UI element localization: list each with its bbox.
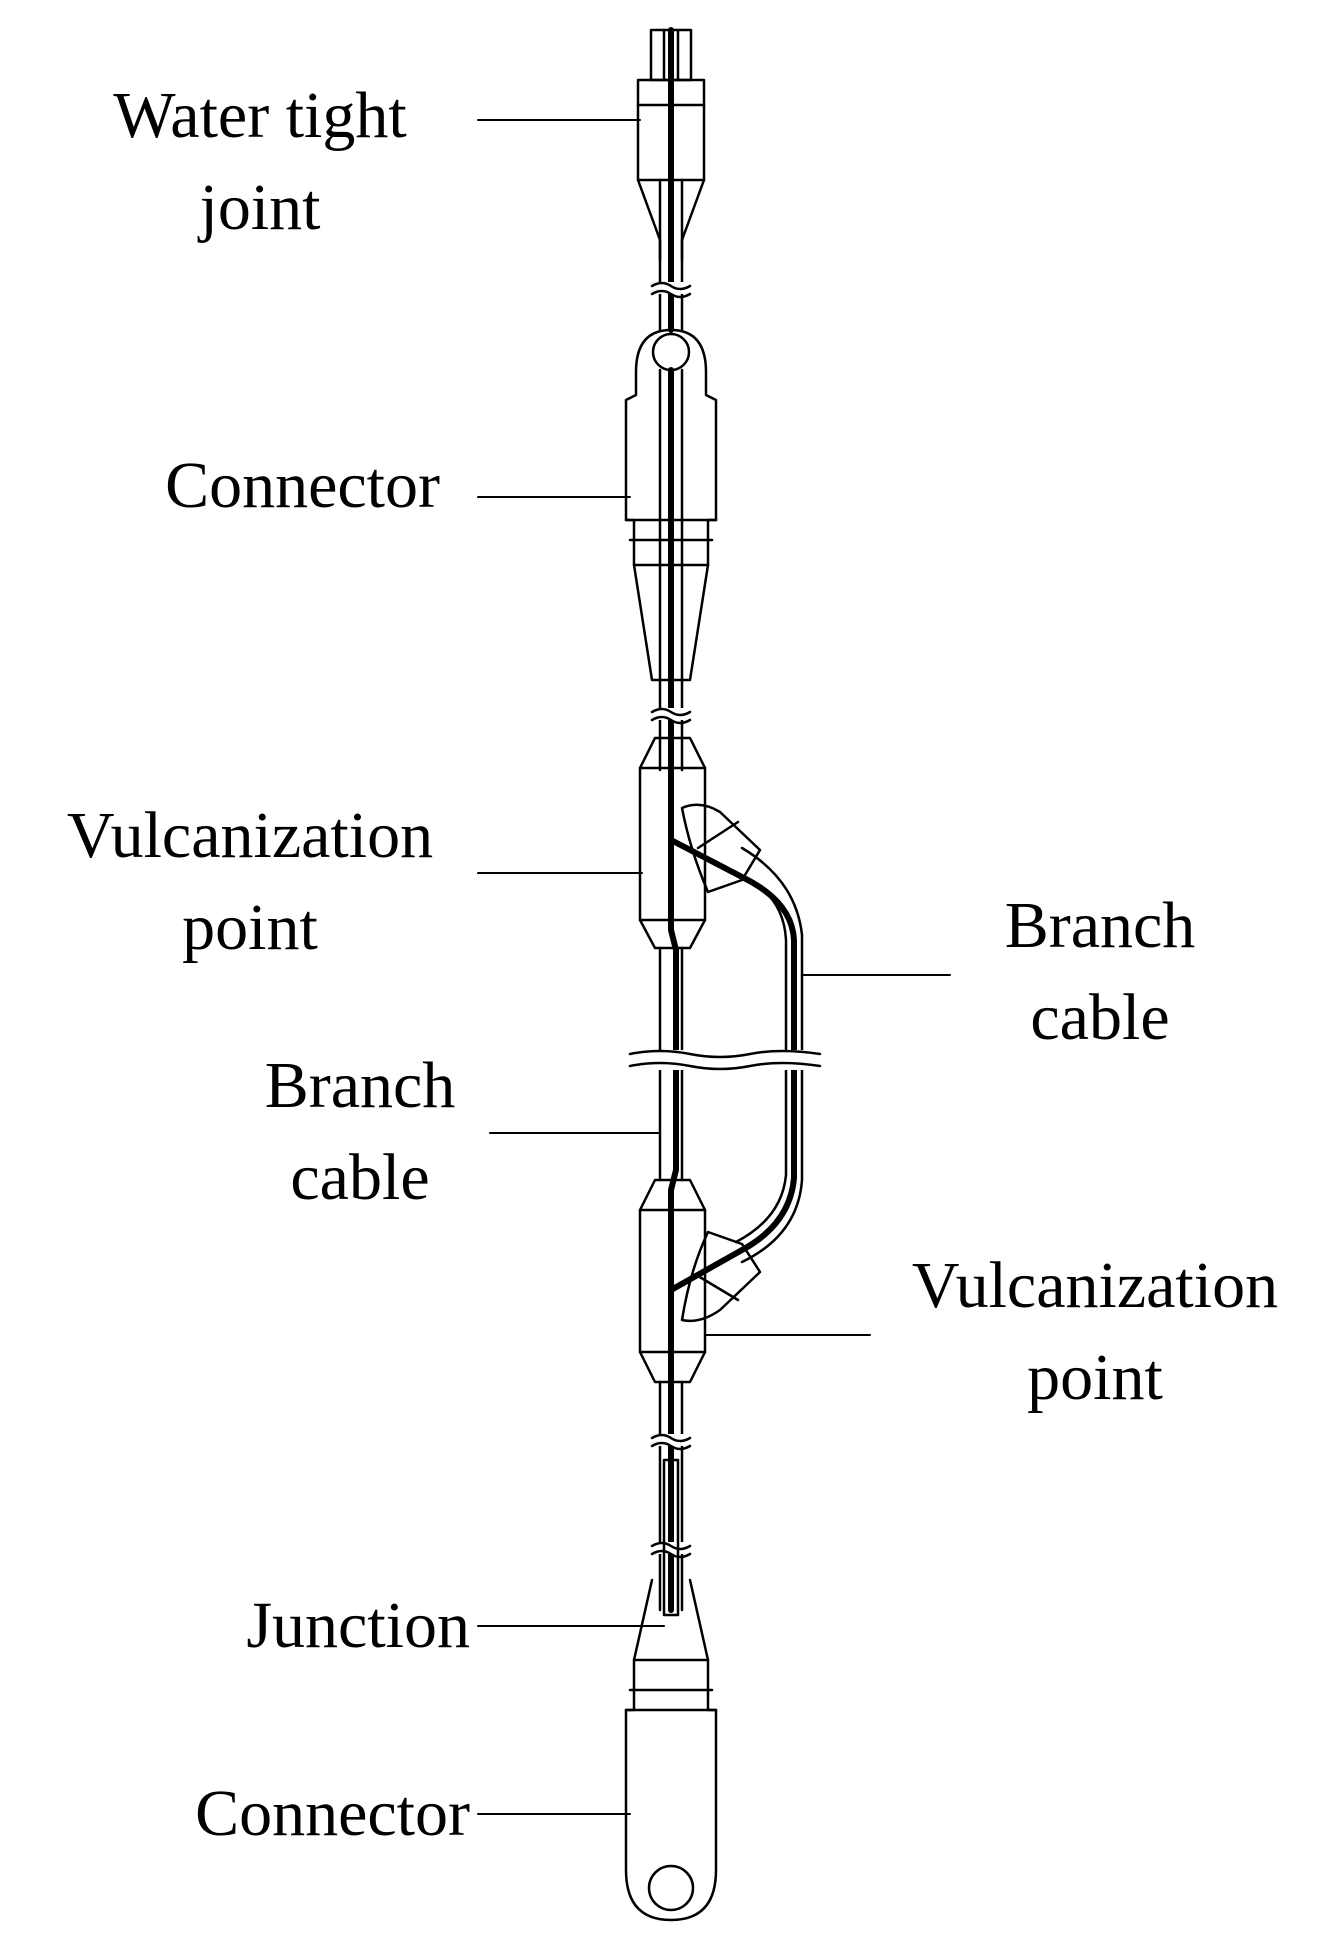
main-cable-middle	[658, 767, 684, 1193]
break-mark	[650, 1433, 692, 1451]
break-mark	[650, 707, 692, 725]
main-cable-upper	[658, 27, 684, 333]
break-mark	[650, 1541, 692, 1559]
label-line: Connector	[165, 449, 440, 522]
label-line: Branch	[1004, 889, 1196, 962]
label-line: cable	[290, 1141, 430, 1214]
vulcanization-sleeve-top	[638, 736, 762, 950]
label-connector-top: Connector	[60, 440, 440, 532]
junction-shape	[662, 1458, 680, 1617]
vulcanization-sleeve-bottom	[638, 1178, 762, 1384]
main-cable-lower	[658, 1187, 684, 1613]
label-connector-bottom: Connector	[100, 1768, 470, 1860]
label-line: point	[182, 891, 318, 964]
label-line: Junction	[246, 1589, 470, 1662]
break-line	[628, 1049, 822, 1071]
connector-bottom-shape	[624, 1578, 718, 1922]
label-line: Vulcanization	[911, 1249, 1279, 1322]
label-vulcanization-point-right: Vulcanization point	[870, 1240, 1320, 1424]
leader-lines	[477, 119, 951, 1815]
label-line: Branch	[264, 1049, 456, 1122]
label-line: Vulcanization	[66, 799, 434, 872]
label-vulcanization-point-left: Vulcanization point	[20, 790, 480, 974]
label-line: joint	[199, 171, 321, 244]
label-line: Water tight	[113, 79, 407, 152]
label-junction: Junction	[140, 1580, 470, 1672]
break-mark	[650, 281, 692, 299]
label-line: Connector	[195, 1777, 470, 1850]
label-water-tight-joint: Water tight joint	[70, 70, 450, 254]
main-cable-mid-upper	[658, 367, 684, 773]
label-branch-cable-right: Branch cable	[950, 880, 1250, 1064]
label-line: point	[1027, 1341, 1163, 1414]
label-branch-cable-left: Branch cable	[220, 1040, 500, 1224]
label-line: cable	[1030, 981, 1170, 1054]
